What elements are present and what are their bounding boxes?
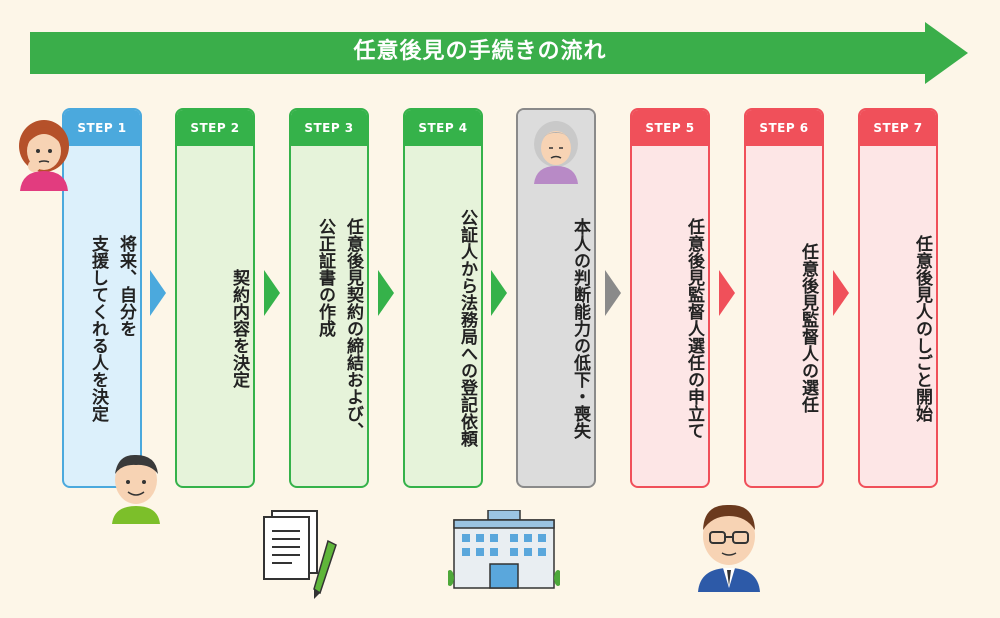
- arrow-right-icon: [150, 270, 166, 316]
- decline-card: 本人の判断能力の低下・喪失: [516, 108, 596, 488]
- step-6-label: STEP 6: [746, 110, 822, 146]
- step-2-label: STEP 2: [177, 110, 253, 146]
- step-6-card: STEP 6 任意後見監督人の選任: [744, 108, 824, 488]
- step-7-label: STEP 7: [860, 110, 936, 146]
- arrow-right-icon: [491, 270, 507, 316]
- step-3-card: STEP 3 任意後見契約の締結および、 公正証書の作成: [289, 108, 369, 488]
- woman-thinking-icon: [19, 120, 69, 191]
- arrow-right-icon: [378, 270, 394, 316]
- step-1-label: STEP 1: [64, 110, 140, 146]
- arrow-right-icon: [833, 270, 849, 316]
- step-3-label: STEP 3: [291, 110, 367, 146]
- decline-text: 本人の判断能力の低下・喪失: [570, 217, 590, 439]
- step-4-card: STEP 4 公証人から法務局への登記依頼: [403, 108, 483, 488]
- documents-pen-icon: [263, 510, 337, 599]
- step-4-text: 公証人から法務局への登記依頼: [457, 209, 477, 447]
- step-7-card: STEP 7 任意後見人のしごと開始: [858, 108, 938, 488]
- banner-arrow: [30, 22, 968, 84]
- arrow-right-icon: [605, 270, 621, 316]
- page-title: 任意後見の手続きの流れ: [353, 39, 607, 64]
- legal-affairs-bureau-building-icon: [448, 510, 560, 589]
- step-4-label: STEP 4: [405, 110, 481, 146]
- step-5-label: STEP 5: [632, 110, 708, 146]
- step-5-text: 任意後見監督人選任の申立て: [684, 217, 704, 439]
- step-2-card: STEP 2 契約内容を決定: [175, 108, 255, 488]
- notary-man-glasses-icon: [698, 504, 760, 592]
- step-1-card: STEP 1 将来、自分を 支援してくれる人を決定: [62, 108, 142, 488]
- arrow-right-icon: [719, 270, 735, 316]
- step-2-text: 契約内容を決定: [229, 268, 249, 388]
- step-7-text: 任意後見人のしごと開始: [912, 234, 932, 422]
- step-5-card: STEP 5 任意後見監督人選任の申立て: [630, 108, 710, 488]
- step-1-text: 将来、自分を 支援してくれる人を決定: [88, 234, 136, 422]
- step-3-text: 任意後見契約の締結および、 公正証書の作成: [315, 217, 363, 439]
- man-smiling-icon: [112, 454, 160, 524]
- step-6-text: 任意後見監督人の選任: [798, 243, 818, 413]
- elderly-woman-icon: [534, 121, 578, 184]
- arrow-right-icon: [264, 270, 280, 316]
